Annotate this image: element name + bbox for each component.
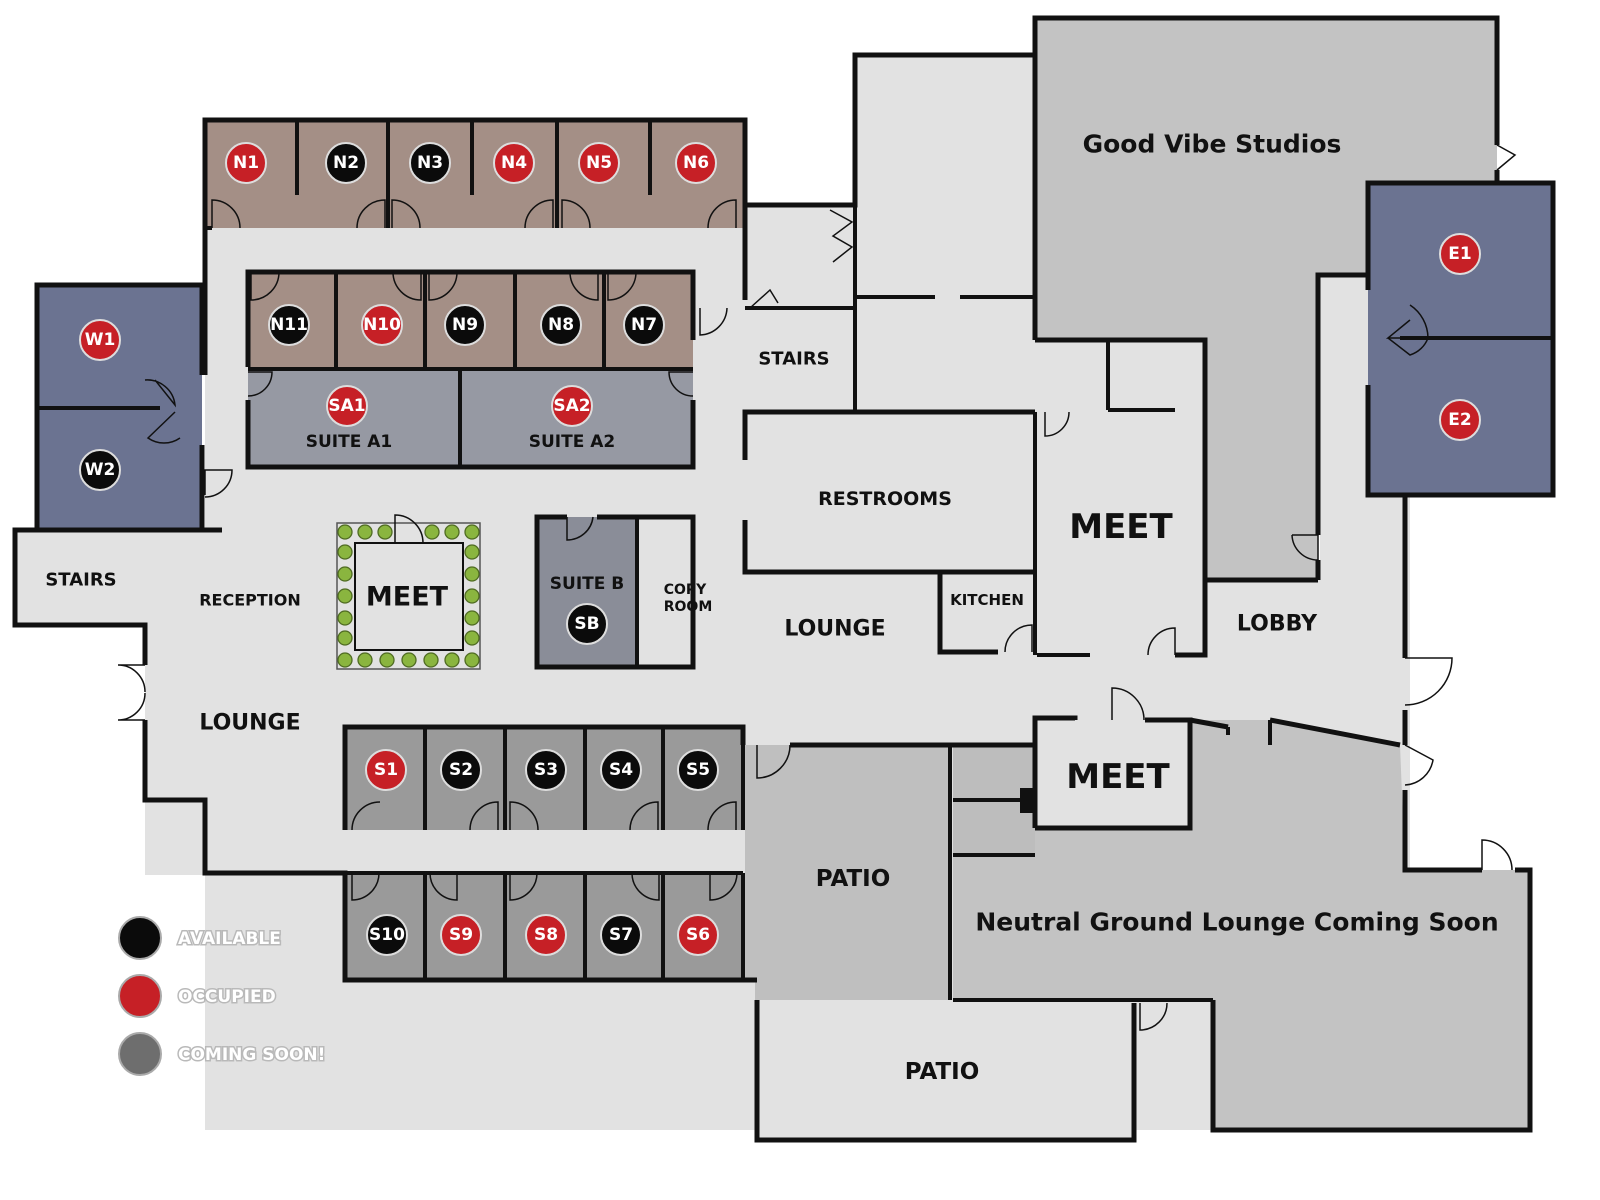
stairs-west-label: STAIRS xyxy=(45,570,116,591)
svg-text:N10: N10 xyxy=(363,315,401,335)
planter-dots xyxy=(337,524,480,668)
office-marker-s9[interactable]: S9 xyxy=(440,914,482,956)
office-markers: N1 N2 N3 N4 N5 N6 N11 N10 N9 N8 N7 SA1 S… xyxy=(79,142,1481,956)
office-marker-n2[interactable]: N2 xyxy=(325,142,367,184)
office-marker-s7[interactable]: S7 xyxy=(600,914,642,956)
walls xyxy=(12,15,1556,1143)
office-marker-sa2[interactable]: SA2 xyxy=(551,385,593,427)
patio-upper-label: PATIO xyxy=(816,866,891,892)
office-marker-n4[interactable]: N4 xyxy=(493,142,535,184)
office-marker-w1[interactable]: W1 xyxy=(79,319,121,361)
copy-room-label-line1: COPY xyxy=(664,582,707,598)
legend-label-available: AVAILABLE xyxy=(178,929,281,949)
legend-label-coming-soon: COMING SOON! xyxy=(178,1045,325,1065)
svg-text:E2: E2 xyxy=(1448,410,1471,430)
office-marker-s4[interactable]: S4 xyxy=(600,749,642,791)
room-labels: Good Vibe Studios STAIRS STAIRS RECEPTIO… xyxy=(45,130,1498,1086)
svg-text:N5: N5 xyxy=(586,153,612,173)
svg-text:SA2: SA2 xyxy=(553,396,590,416)
neutral-ground-label: Neutral Ground Lounge Coming Soon xyxy=(975,908,1498,937)
office-marker-s1[interactable]: S1 xyxy=(365,749,407,791)
svg-text:S7: S7 xyxy=(609,925,633,945)
office-marker-e2[interactable]: E2 xyxy=(1439,399,1481,441)
meet-center-box[interactable] xyxy=(336,522,481,670)
legend-swatch-coming-soon xyxy=(118,1032,162,1076)
svg-text:N9: N9 xyxy=(452,315,478,335)
suite-b-label: SUITE B xyxy=(550,574,624,594)
meet-east-lower-label: MEET xyxy=(1066,757,1170,797)
svg-text:S6: S6 xyxy=(686,925,710,945)
meet-east-upper-label: MEET xyxy=(1069,507,1173,547)
svg-text:S2: S2 xyxy=(449,760,473,780)
svg-text:N3: N3 xyxy=(417,153,443,173)
svg-text:N6: N6 xyxy=(683,153,709,173)
svg-text:S3: S3 xyxy=(534,760,558,780)
good-vibe-studios-label: Good Vibe Studios xyxy=(1083,130,1342,159)
legend-swatch-available xyxy=(118,916,162,960)
svg-text:N4: N4 xyxy=(501,153,527,173)
neutral-ground-room[interactable] xyxy=(953,720,1530,1130)
office-marker-s3[interactable]: S3 xyxy=(525,749,567,791)
svg-text:S4: S4 xyxy=(609,760,633,780)
office-marker-w2[interactable]: W2 xyxy=(79,449,121,491)
office-marker-n8[interactable]: N8 xyxy=(540,304,582,346)
svg-text:S5: S5 xyxy=(686,760,710,780)
suite-a2-label: SUITE A2 xyxy=(529,432,616,452)
office-marker-s2[interactable]: S2 xyxy=(440,749,482,791)
svg-text:W1: W1 xyxy=(85,330,116,350)
meet-center-label: MEET xyxy=(366,582,449,613)
stairs-north-label: STAIRS xyxy=(758,349,829,370)
lounge-center-label: LOUNGE xyxy=(784,617,885,642)
office-marker-n9[interactable]: N9 xyxy=(444,304,486,346)
north-offices-row1 xyxy=(205,120,745,228)
kitchen-label: KITCHEN xyxy=(950,591,1024,609)
svg-text:W2: W2 xyxy=(85,460,116,480)
patio-lower-room[interactable] xyxy=(757,1003,1134,1140)
copy-room-label-line2: ROOM xyxy=(664,599,713,615)
good-vibe-studios-room[interactable] xyxy=(1035,18,1497,580)
legend: AVAILABLE OCCUPIED COMING SOON! xyxy=(118,916,327,1076)
svg-text:N7: N7 xyxy=(631,315,657,335)
svg-text:SA1: SA1 xyxy=(328,396,365,416)
doors xyxy=(117,144,1517,1031)
office-marker-sa1[interactable]: SA1 xyxy=(326,385,368,427)
svg-text:SB: SB xyxy=(574,614,599,634)
suite-a1-label: SUITE A1 xyxy=(306,432,393,452)
office-marker-n3[interactable]: N3 xyxy=(409,142,451,184)
office-marker-s10[interactable]: S10 xyxy=(366,914,408,956)
svg-text:N1: N1 xyxy=(233,153,259,173)
office-marker-n6[interactable]: N6 xyxy=(675,142,717,184)
office-marker-sb[interactable]: SB xyxy=(566,603,608,645)
patio-lower-label: PATIO xyxy=(905,1059,980,1085)
office-marker-n1[interactable]: N1 xyxy=(225,142,267,184)
reception-label: RECEPTION xyxy=(199,591,301,610)
restrooms-label: RESTROOMS xyxy=(818,488,952,510)
svg-text:E1: E1 xyxy=(1448,244,1471,264)
svg-text:N8: N8 xyxy=(548,315,574,335)
svg-text:S1: S1 xyxy=(374,760,398,780)
patio-upper-room[interactable] xyxy=(745,745,950,1000)
office-marker-n10[interactable]: N10 xyxy=(361,304,403,346)
office-marker-s8[interactable]: S8 xyxy=(525,914,567,956)
office-marker-s6[interactable]: S6 xyxy=(677,914,719,956)
legend-item-coming-soon: COMING SOON! xyxy=(118,1032,327,1076)
legend-item-available: AVAILABLE xyxy=(118,916,282,960)
legend-label-occupied: OCCUPIED xyxy=(178,987,276,1007)
lounge-west-label: LOUNGE xyxy=(199,711,300,736)
office-marker-e1[interactable]: E1 xyxy=(1439,233,1481,275)
legend-item-occupied: OCCUPIED xyxy=(118,974,277,1018)
svg-text:N11: N11 xyxy=(270,315,308,335)
office-marker-n11[interactable]: N11 xyxy=(268,304,310,346)
office-marker-n7[interactable]: N7 xyxy=(623,304,665,346)
legend-swatch-occupied xyxy=(118,974,162,1018)
office-marker-s5[interactable]: S5 xyxy=(677,749,719,791)
svg-text:N2: N2 xyxy=(333,153,359,173)
svg-text:S8: S8 xyxy=(534,925,558,945)
svg-text:S10: S10 xyxy=(369,925,405,945)
office-marker-n5[interactable]: N5 xyxy=(578,142,620,184)
lobby-label: LOBBY xyxy=(1237,612,1318,637)
svg-text:S9: S9 xyxy=(449,925,473,945)
